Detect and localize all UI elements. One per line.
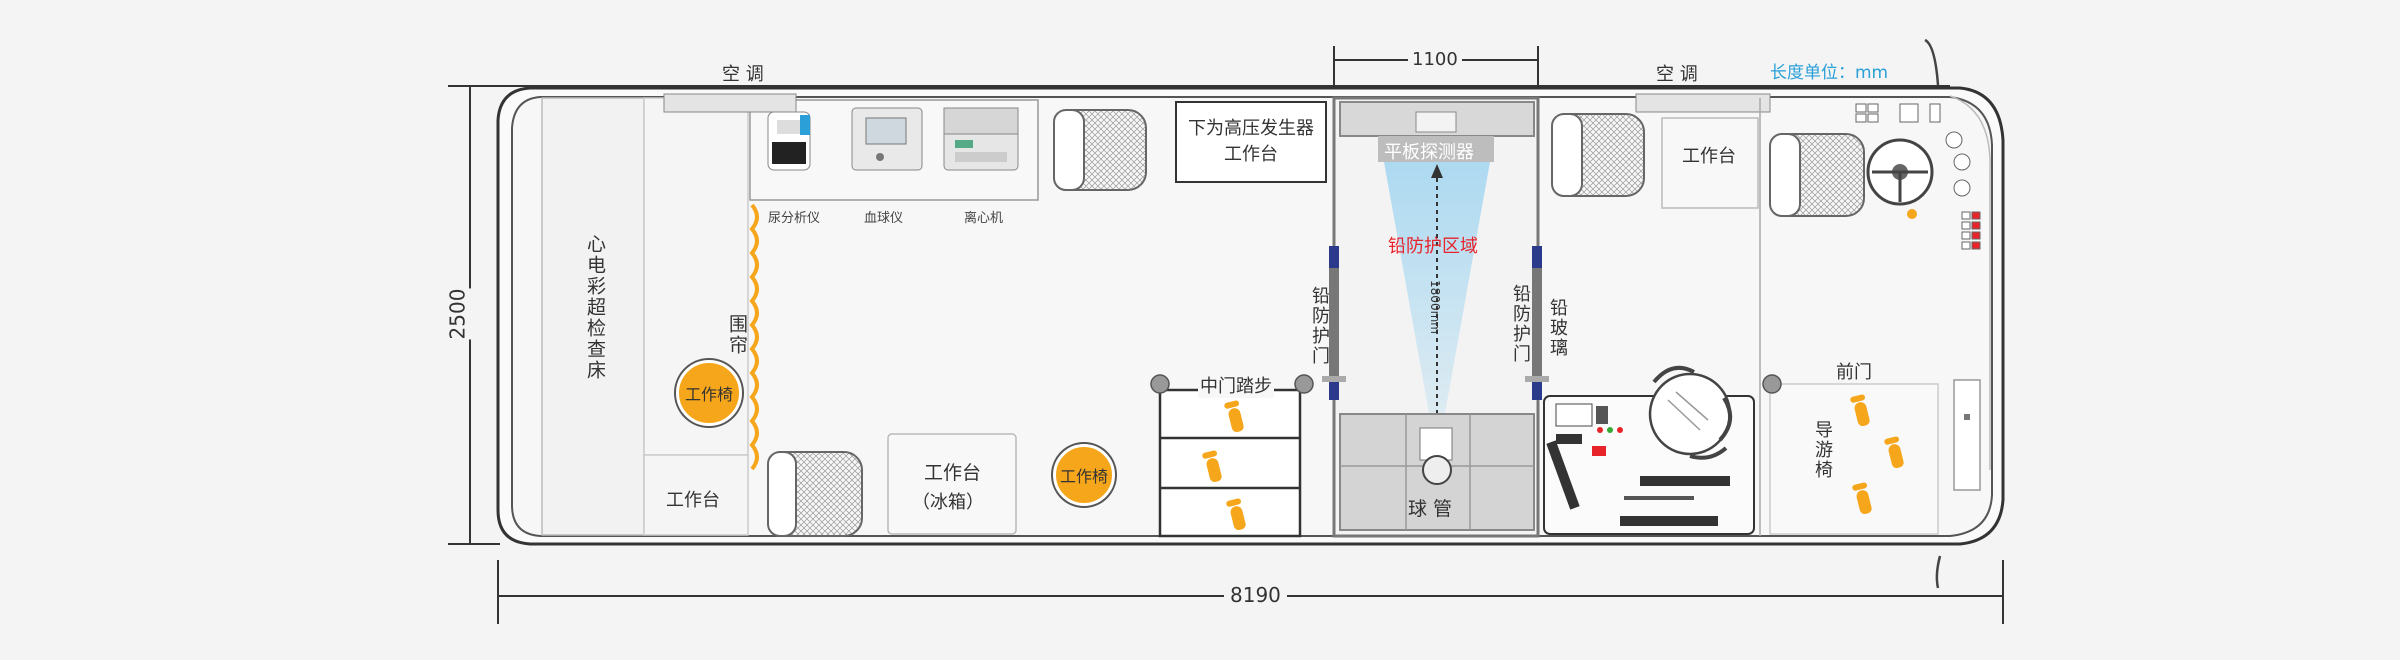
fridge-box (887, 433, 1017, 535)
mirror-top (1924, 38, 1940, 86)
workbench-right-label: 工作台 (1682, 146, 1736, 167)
steering-wheel (1866, 138, 1934, 206)
front-door-panel (1953, 379, 1981, 491)
workbench-right-box (1661, 117, 1759, 209)
blood-analyzer-label: 血球仪 (864, 211, 904, 226)
ac-unit-right (1635, 93, 1771, 113)
hv-generator-box (1175, 101, 1327, 183)
xray-beam (1384, 162, 1490, 430)
hv-generator-label: 下为高压发生器工作台 (1188, 118, 1314, 165)
curtain (749, 203, 759, 471)
dim-1100-label: 1100 (1408, 49, 1462, 70)
tube-label: 球 管 (1408, 498, 1453, 520)
workbench-left-box (643, 454, 749, 536)
work-chair-1-label: 工作椅 (684, 385, 733, 404)
ecg-bed (541, 97, 645, 536)
lead-glass-label: 铅玻璃 (1547, 298, 1568, 358)
lead-door-left-bar (1329, 246, 1339, 400)
seat-right-top (1551, 113, 1645, 197)
fridge-label: （冰箱） (912, 492, 984, 513)
unit-note: 长度单位：mm (1770, 63, 1889, 83)
monitor (1555, 403, 1593, 427)
lead-door-left-label: 铅防护门 (1309, 286, 1330, 366)
ac-left-label: 空 调 (722, 64, 764, 85)
workbench-left-label: 工作台 (666, 490, 720, 511)
round-stool (1648, 365, 1732, 460)
mirror-bottom (1935, 555, 1942, 589)
work-chair-1: 工作椅 (676, 360, 742, 426)
lead-zone-label: 铅防护区域 (1388, 236, 1478, 257)
mid-step-label: 中门踏步 (1198, 372, 1274, 398)
seat-bottom-left (767, 451, 863, 537)
seat-driver (1769, 133, 1865, 217)
step-post-left (1150, 374, 1170, 394)
workbench-fridge-label: 工作台 (924, 462, 982, 484)
ac-right-label: 空 调 (1656, 64, 1698, 85)
centrifuge-label: 离心机 (964, 211, 1004, 226)
front-door-label: 前门 (1836, 362, 1872, 383)
curtain-label: 围帘 (726, 314, 748, 356)
tube-circle (1422, 455, 1452, 485)
urine-analyzer-label: 尿分析仪 (768, 211, 821, 226)
dim-1800-label: 1800mm (1427, 280, 1442, 334)
step-post-right (1294, 374, 1314, 394)
operator-chair-bar (1546, 440, 1580, 510)
blood-analyzer-device (851, 107, 923, 171)
work-chair-2: 工作椅 (1053, 444, 1115, 506)
urine-analyzer-device (767, 111, 811, 171)
dashboard-buttons (1961, 211, 1981, 250)
tube-head (1419, 427, 1453, 461)
flat-detector-label: 平板探测器 (1384, 142, 1474, 163)
work-chair-2-label: 工作椅 (1059, 467, 1108, 486)
guide-seat-label: 导游椅 (1812, 420, 1833, 480)
seat-top-middle (1053, 109, 1147, 191)
front-post (1762, 374, 1782, 394)
ac-unit-left (663, 93, 797, 113)
dim-length-label: 8190 (1224, 583, 1287, 607)
ecg-bed-label: 心电彩超检查床 (584, 234, 606, 381)
lead-door-right-label: 铅防护门 (1510, 284, 1531, 364)
detector-label-bg (1378, 136, 1494, 162)
centrifuge-device (943, 107, 1019, 171)
lead-door-right-bar (1532, 246, 1542, 400)
dim-width-label: 2500 (439, 288, 476, 340)
